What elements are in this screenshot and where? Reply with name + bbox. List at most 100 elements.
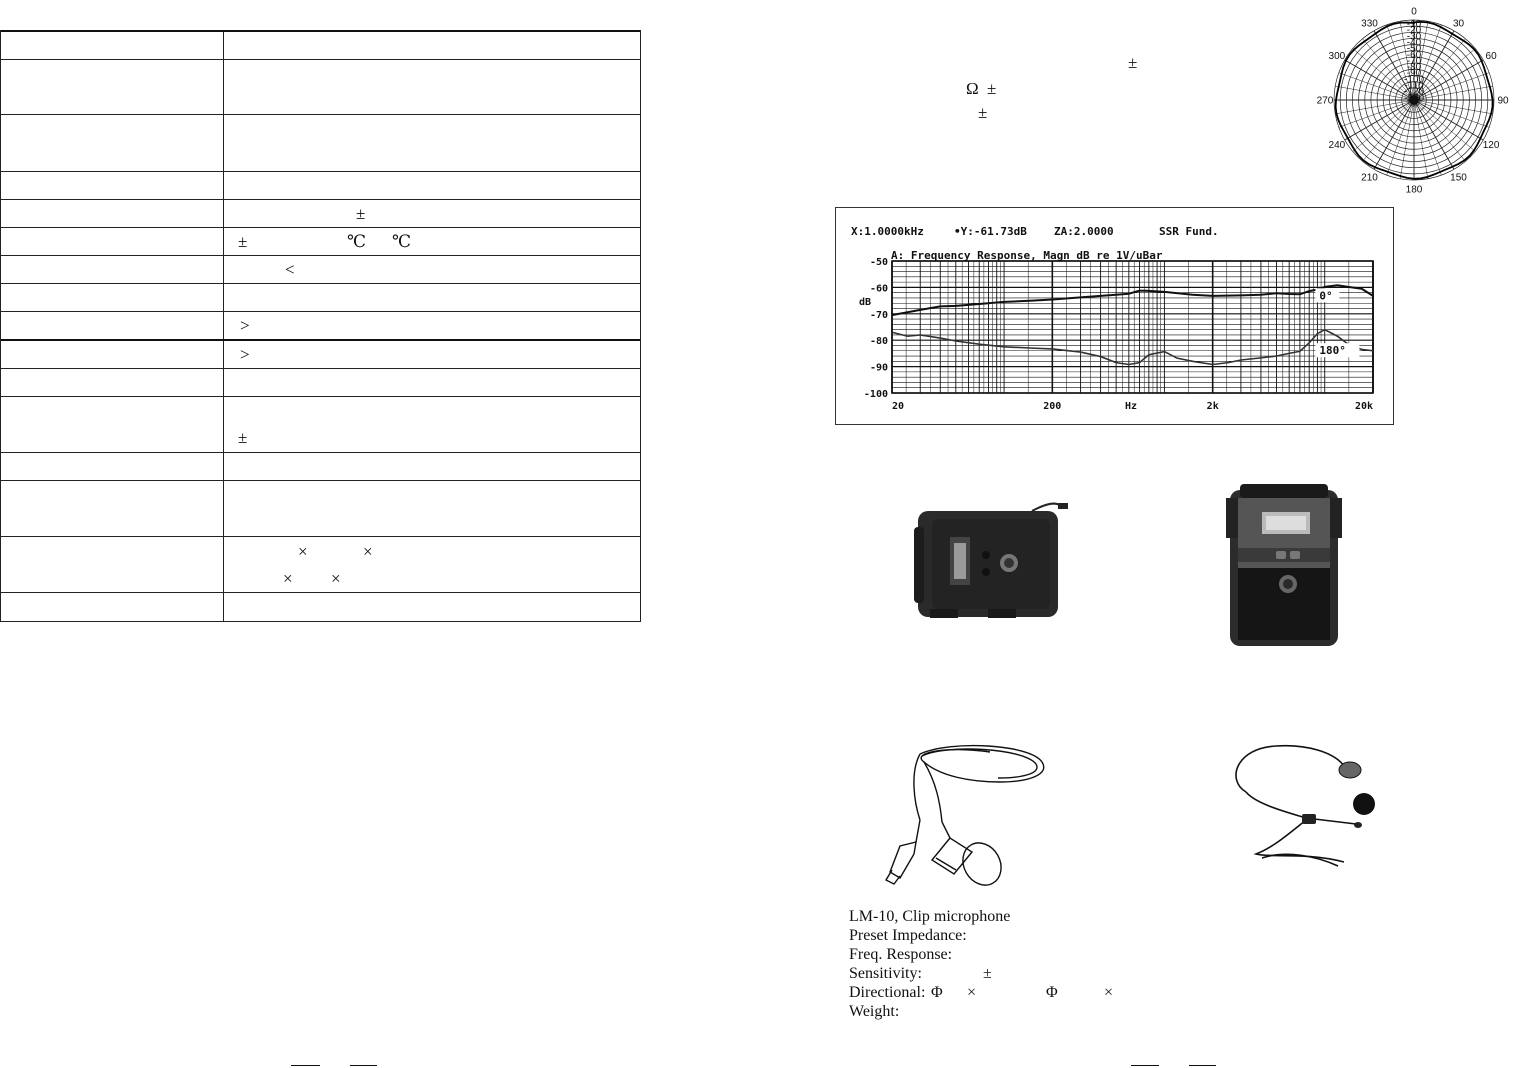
label-cell	[0, 32, 224, 59]
spec-symbol: ±	[238, 428, 248, 447]
label-cell	[0, 284, 224, 311]
y-tick-label: -80	[870, 336, 888, 347]
chart-series: 0°180°	[891, 284, 1374, 366]
x-axis-label: Hz	[1125, 401, 1137, 412]
spec-symbol: ±	[1128, 53, 1138, 72]
x-tick-label: 200	[1043, 401, 1061, 412]
table-right-border	[640, 30, 641, 622]
table-row: <	[0, 256, 641, 284]
polar-ring-label: -50	[1407, 44, 1422, 55]
polar-ring-label: -120	[1404, 87, 1424, 98]
polar-spoke	[1413, 72, 1490, 101]
caption-label: Weight:	[849, 1003, 900, 1020]
table-row	[0, 453, 641, 481]
polar-angle-label: 300	[1329, 51, 1346, 62]
polar-spoke	[1413, 59, 1484, 101]
polar-spoke	[1413, 99, 1476, 152]
caption-symbol: ×	[967, 984, 977, 1001]
chart-grid	[891, 260, 1426, 394]
y-tick-label: -70	[870, 310, 888, 321]
polar-ring-label: -20	[1407, 25, 1422, 36]
series-label-bg	[1315, 288, 1340, 303]
table-left-border	[0, 30, 1, 622]
spec-symbol: ±	[987, 79, 997, 98]
table-row	[0, 593, 641, 622]
polar-angle-label: 0	[1411, 7, 1417, 18]
spec-symbol: >	[240, 345, 250, 364]
polar-spoke	[1344, 99, 1415, 141]
polar-spoke	[1335, 99, 1415, 115]
x-readout: X:1.0000kHz	[851, 225, 924, 238]
caption-symbol: Φ	[931, 984, 943, 1001]
polar-spoke	[1386, 24, 1415, 101]
table-row: >	[0, 341, 641, 369]
label-cell	[0, 369, 224, 396]
polar-spoke	[1413, 99, 1490, 128]
label-cell	[0, 228, 224, 255]
caption-label: Freq. Response:	[849, 946, 953, 963]
label-cell	[0, 60, 224, 114]
polar-ring-label: -10	[1407, 19, 1422, 30]
table-row: ±	[0, 200, 641, 228]
table-row	[0, 284, 641, 312]
x-tick-label: 20	[892, 401, 904, 412]
spec-symbol: ℃	[347, 232, 367, 251]
polar-center	[1409, 95, 1419, 105]
label-cell	[0, 256, 224, 283]
caption-line: Weight:	[849, 1002, 1010, 1021]
label-cell	[0, 172, 224, 199]
label-cell	[0, 593, 224, 621]
label-cell	[0, 115, 224, 171]
table-row: >	[0, 312, 641, 341]
polar-spoke	[1352, 48, 1415, 101]
polar-spoke	[1338, 72, 1415, 101]
polar-spoke	[1373, 30, 1415, 101]
caption-label: Preset Impedance:	[849, 927, 967, 944]
label-cell	[0, 341, 224, 368]
spec-symbol: ×	[331, 569, 341, 588]
beltpack-receiver-image	[1226, 484, 1342, 646]
caption-symbol: Φ	[1046, 984, 1058, 1001]
polar-angle-label: 120	[1483, 140, 1500, 151]
caption-line: Directional:Φ×Φ×	[849, 983, 1113, 1002]
polar-spoke	[1413, 30, 1455, 101]
series-label-bg	[1315, 343, 1360, 358]
label-cell	[0, 200, 224, 227]
polar-spoke	[1413, 38, 1466, 101]
polar-spoke	[1362, 38, 1415, 101]
polar-spoke	[1399, 99, 1415, 179]
za-readout: ZA:2.0000	[1054, 225, 1114, 238]
polar-spoke	[1413, 24, 1442, 101]
plot-frame	[891, 260, 1374, 394]
spec-symbol: ±	[356, 204, 366, 223]
y-tick-label: -60	[870, 283, 888, 294]
polar-ring-label: -90	[1407, 68, 1422, 79]
polar-pattern-trace	[1334, 20, 1494, 180]
page-number-underline	[350, 1065, 377, 1066]
table-row: ××××	[0, 537, 641, 593]
polar-angle-label: 240	[1329, 140, 1346, 151]
label-cell	[0, 453, 224, 480]
frequency-response-chart: X:1.0000kHz •Y:-61.73dB ZA:2.0000 SSR Fu…	[835, 207, 1426, 425]
bodypack-transmitter-image	[914, 502, 1068, 618]
polar-angle-label: 150	[1450, 173, 1467, 184]
polar-spoke	[1413, 48, 1476, 101]
polar-angle-label: 60	[1486, 51, 1498, 62]
caption-label: LM-10, Clip microphone	[849, 908, 1011, 925]
y-tick-label: -90	[870, 363, 888, 374]
polar-spoke	[1413, 99, 1466, 162]
polar-spoke	[1338, 99, 1415, 128]
polar-spoke	[1362, 99, 1415, 162]
polar-ring-label: -80	[1407, 62, 1422, 73]
polar-ring-label: -100	[1404, 74, 1424, 85]
polar-spoke	[1413, 99, 1442, 176]
spec-symbol: ×	[298, 542, 308, 561]
polar-spoke	[1413, 99, 1455, 170]
table-row	[0, 481, 641, 537]
caption-symbol: ±	[983, 965, 992, 982]
headset-microphone-image	[1235, 744, 1375, 867]
table-row	[0, 60, 641, 115]
caption-label: Directional:	[849, 984, 926, 1001]
